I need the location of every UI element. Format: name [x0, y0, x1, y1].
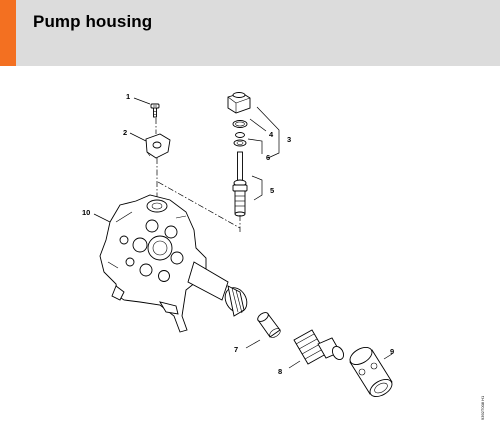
part-9-quick-coupling — [349, 347, 393, 397]
leader-7 — [245, 339, 261, 349]
leader-10 — [93, 213, 111, 223]
callout-8: 8 — [278, 367, 282, 376]
callout-5: 5 — [270, 186, 274, 195]
callout-6: 6 — [266, 153, 270, 162]
callout-7: 7 — [234, 345, 238, 354]
page-title: Pump housing — [33, 12, 153, 31]
leader-5-bracket — [251, 175, 263, 201]
header-accent-stripe — [0, 0, 16, 66]
part-2-bracket — [145, 133, 171, 159]
leader-4 — [249, 118, 267, 132]
leader-6-bracket — [247, 138, 263, 154]
part-10-pump-housing — [99, 194, 248, 333]
drawing-code: 9392T008 H1 — [480, 395, 485, 420]
part-1-screw — [150, 103, 160, 118]
exploded-parts-diagram: 1 2 3 4 5 6 7 8 9 10 9392T008 H1 — [82, 92, 485, 420]
leader-8 — [288, 360, 301, 369]
leader-9 — [383, 353, 393, 360]
part-7-sleeve — [257, 312, 281, 338]
callout-9: 9 — [390, 347, 394, 356]
leader-1 — [133, 97, 151, 105]
leader-2 — [129, 132, 147, 142]
header-bar: Pump housing — [0, 0, 500, 66]
callout-1: 1 — [126, 92, 130, 101]
callout-4: 4 — [269, 130, 274, 139]
part-4-o-ring — [232, 120, 248, 128]
axis-line-diagonal — [157, 181, 241, 229]
callout-2: 2 — [123, 128, 127, 137]
leader-3-bracket — [256, 106, 280, 159]
part-6-rings — [233, 132, 247, 147]
part-5-valve-piston — [232, 151, 248, 217]
part-3-valve-cap — [227, 92, 251, 114]
callout-3: 3 — [287, 135, 291, 144]
part-8-threaded-nipple — [293, 329, 345, 365]
callout-10: 10 — [82, 208, 90, 217]
part-4-o-ring-inner — [235, 121, 245, 127]
